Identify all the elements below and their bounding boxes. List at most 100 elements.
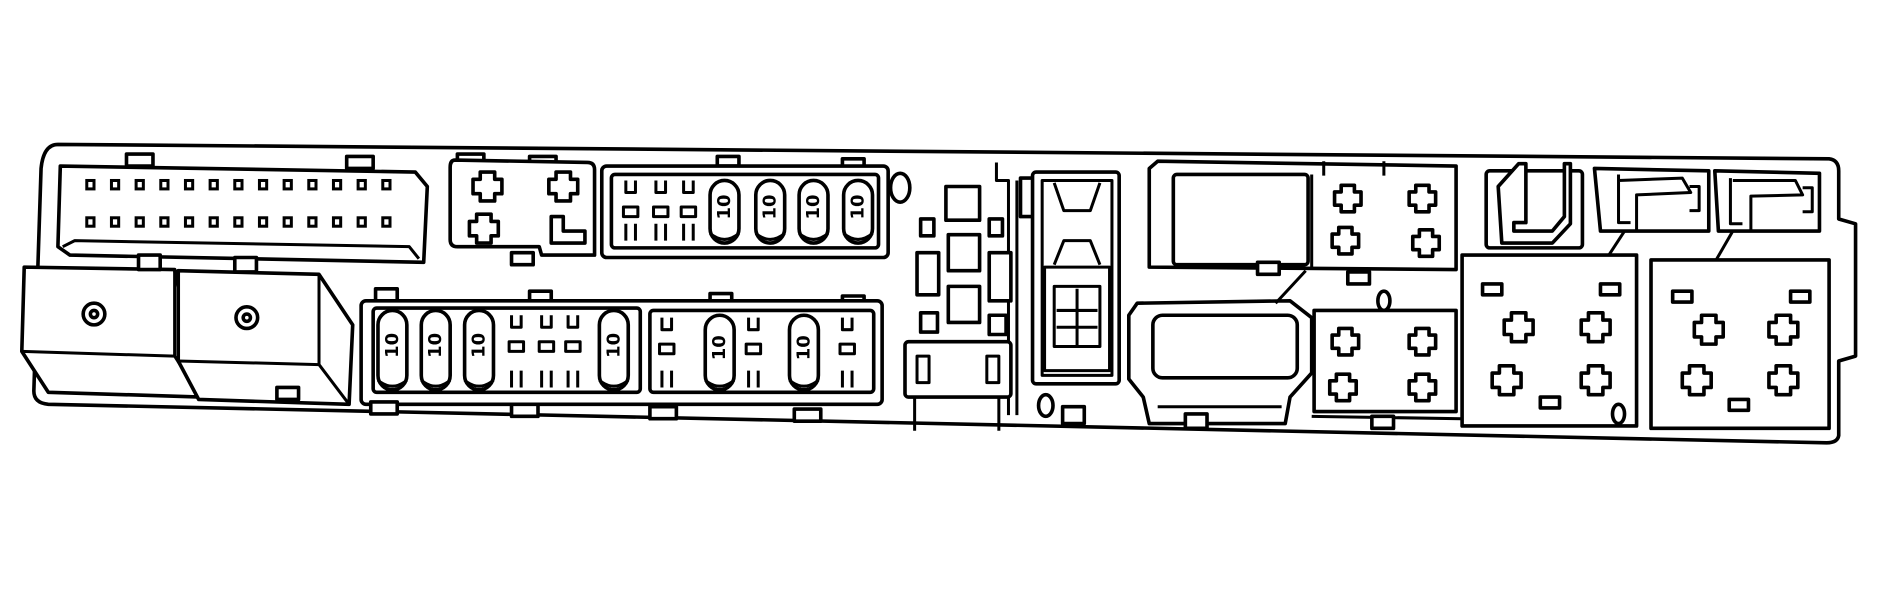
fuse-edge xyxy=(598,379,630,388)
fuse-body xyxy=(841,178,875,245)
upper-fuse-block: 10 10 10 10 xyxy=(599,154,912,260)
maxi-fuse-slot xyxy=(1018,170,1121,426)
connector-pin xyxy=(356,178,367,191)
connector-pin xyxy=(109,216,121,228)
fuse-slot-empty xyxy=(564,315,582,388)
fuse-slot-empty xyxy=(652,180,670,241)
fuse-body xyxy=(703,313,736,392)
relay-terminal xyxy=(1502,311,1535,344)
relay-terminal xyxy=(547,170,580,203)
fuse-slot-empty xyxy=(507,315,526,388)
relay-terminal xyxy=(1407,372,1438,403)
relay-socket-small xyxy=(448,152,597,267)
fuse-edge xyxy=(709,232,740,241)
fuse-10a: 10 xyxy=(376,308,409,392)
relay-terminal xyxy=(467,212,501,245)
fuse-rating-label: 10 xyxy=(709,335,730,360)
relay-terminal xyxy=(1767,363,1800,397)
connector-pin xyxy=(208,178,219,191)
fuse-rating-label: 10 xyxy=(603,333,624,358)
fuse-slot-empty xyxy=(744,317,763,388)
connector-pin xyxy=(331,216,343,228)
fuse-body xyxy=(462,308,496,392)
fuse-10a: 10 xyxy=(419,308,452,392)
fuse-edge xyxy=(788,379,820,388)
relay-terminal xyxy=(471,170,504,203)
relay-terminal xyxy=(1332,183,1363,214)
relay-terminal xyxy=(1407,183,1438,214)
fuse-10a: 10 xyxy=(753,178,787,245)
pin-connector-upright xyxy=(1484,161,1585,250)
fuse-body xyxy=(797,178,830,245)
relay-terminal xyxy=(1410,228,1442,259)
fuse-edge xyxy=(704,379,736,388)
connector-pin xyxy=(257,216,269,228)
connector-pin xyxy=(85,178,96,191)
connector-pin xyxy=(183,216,195,228)
fuse-rating-label: 10 xyxy=(793,335,814,360)
relay-terminal xyxy=(1579,311,1612,344)
fuse-body xyxy=(708,178,741,245)
fuse-rating-label: 10 xyxy=(803,194,824,219)
relay-1 xyxy=(20,265,203,399)
relay-terminal xyxy=(1767,313,1800,346)
side-connector-2 xyxy=(1712,169,1822,264)
connector-pin xyxy=(159,178,170,191)
relay-terminal xyxy=(1327,372,1359,403)
fuse-body xyxy=(753,178,787,245)
connector-pin xyxy=(85,216,96,228)
fuse-10a: 10 xyxy=(787,313,821,392)
fuse-slot-empty xyxy=(679,180,698,241)
fuse-body xyxy=(376,308,409,392)
fuse-10a: 10 xyxy=(462,308,496,392)
relay-socket-right-1 xyxy=(1460,253,1639,428)
connector-pin xyxy=(233,178,244,191)
small-connector xyxy=(903,339,1013,399)
connector-pin xyxy=(331,178,343,191)
relay-terminal xyxy=(1330,326,1361,357)
fuse-body xyxy=(597,308,631,392)
fuse-slot-empty xyxy=(838,317,856,388)
connector-pin xyxy=(307,216,318,228)
relay-terminal xyxy=(549,214,587,245)
relay-terminal xyxy=(1407,326,1438,357)
connector-pin xyxy=(282,178,293,191)
multi-pin-connector xyxy=(56,152,430,265)
relay-terminal xyxy=(1692,313,1726,346)
fuse-edge xyxy=(420,379,452,388)
fuse-body xyxy=(419,308,452,392)
fuse-10a: 10 xyxy=(841,178,875,245)
middle-components xyxy=(903,162,1019,431)
fuse-10a: 10 xyxy=(708,178,741,245)
relay-terminal xyxy=(1579,363,1612,397)
fuse-rating-label: 10 xyxy=(382,333,403,358)
fuse-rating-label: 10 xyxy=(714,194,735,219)
relay-terminal xyxy=(1330,225,1361,256)
fuse-rating-label: 10 xyxy=(425,333,446,358)
connector-pin xyxy=(134,216,145,228)
relay-terminal xyxy=(1680,363,1713,397)
relay-socket-upper-right xyxy=(1147,159,1458,286)
fuse-edge xyxy=(463,379,495,388)
fuse-rating-label: 10 xyxy=(848,194,869,219)
connector-pin xyxy=(109,178,121,191)
connector-pin xyxy=(257,178,269,191)
fuse-10a: 10 xyxy=(797,178,830,245)
fuse-edge xyxy=(754,232,786,241)
connector-lower-right xyxy=(1126,269,1463,431)
side-connector-1 xyxy=(1592,166,1711,260)
connector-pin xyxy=(381,178,392,191)
fuse-slot-empty xyxy=(658,317,676,388)
lower-fuse-block: 10 10 10 10 10 10 xyxy=(359,286,884,423)
fuse-10a: 10 xyxy=(597,308,631,392)
connector-pin xyxy=(381,216,392,228)
relay-2 xyxy=(176,268,355,407)
fuse-body xyxy=(787,313,821,392)
fuse-edge xyxy=(377,379,408,388)
fuse-edge xyxy=(798,232,829,241)
connector-pin xyxy=(356,216,367,228)
fuse-slot-empty xyxy=(621,180,640,241)
connector-pin xyxy=(233,216,244,228)
connector-pin xyxy=(208,216,219,228)
